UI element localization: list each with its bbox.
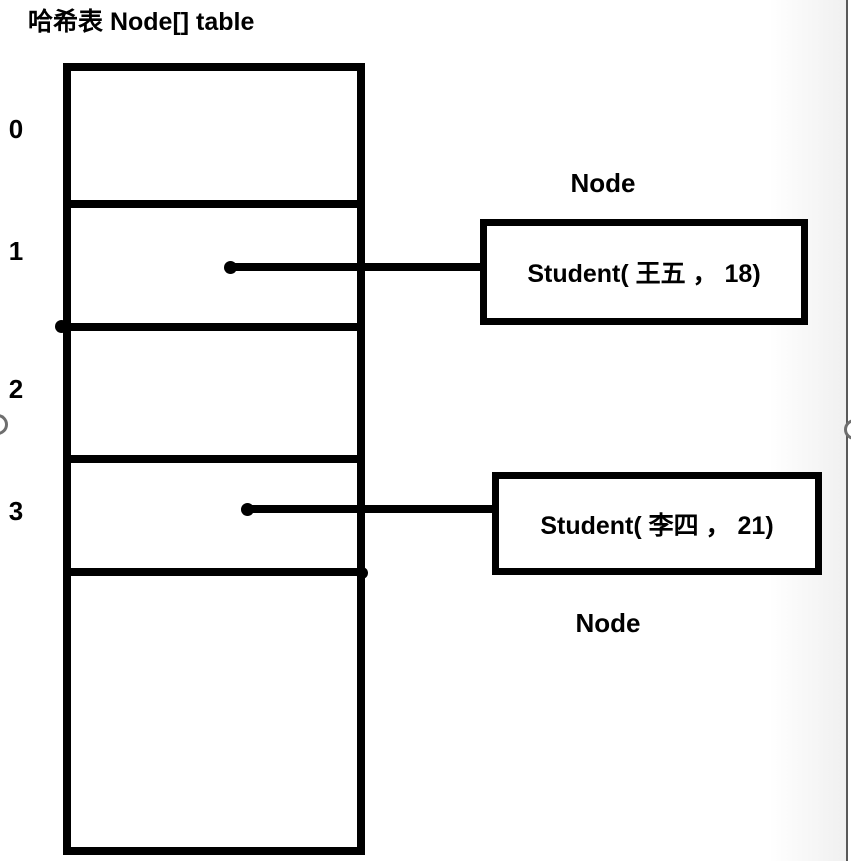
cell-divider-2-3 — [63, 455, 358, 463]
node-label-bottom: Node — [575, 608, 641, 638]
bucket-index-3: 3 — [8, 496, 24, 526]
cell-divider-0-1 — [63, 200, 365, 208]
bucket-index-2: 2 — [8, 374, 24, 404]
node-value-wangwu: Student( 王五 ， 18) — [527, 260, 761, 288]
pointer-line-bucket-1-to-node — [230, 263, 480, 271]
node-box-lisi: Student( 李四 ， 21) — [492, 472, 822, 575]
page-edge-shadow — [768, 0, 846, 861]
cell-divider-1-2 — [63, 323, 365, 331]
bucket-index-0: 0 — [8, 114, 24, 144]
pointer-line-bucket-3-to-node — [247, 505, 492, 513]
node-value-lisi: Student( 李四 ， 21) — [540, 511, 774, 540]
divider-endpoint-dot-left — [55, 320, 68, 333]
selection-handle-left[interactable] — [0, 414, 8, 435]
diagram-title: 哈希表 Node[] table — [28, 8, 255, 36]
cell-divider-3-4 — [63, 568, 365, 576]
divider-endpoint-dot-right — [356, 567, 368, 579]
node-box-wangwu: Student( 王五 ， 18) — [480, 219, 808, 325]
bucket-index-1: 1 — [8, 236, 24, 266]
node-label-top: Node — [570, 168, 636, 198]
